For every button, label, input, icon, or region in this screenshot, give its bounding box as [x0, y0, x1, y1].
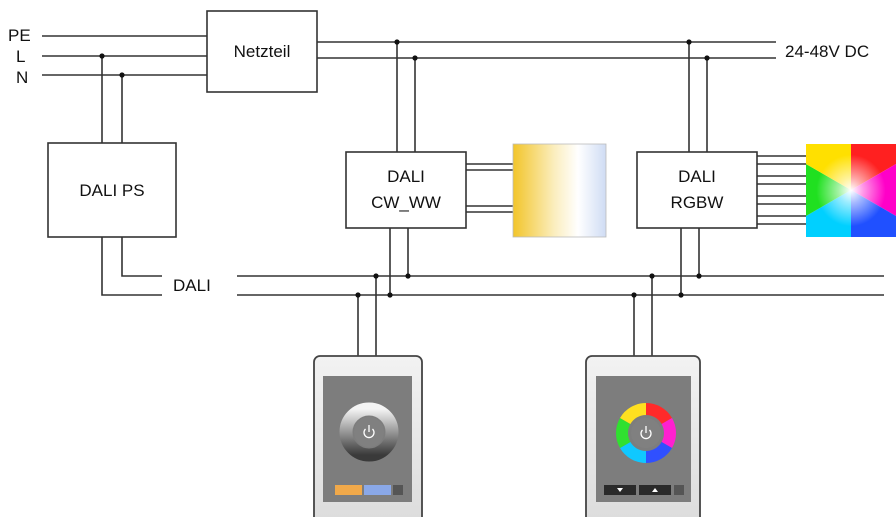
- label-l: L: [16, 47, 25, 66]
- dali-bus-wires: [101, 228, 884, 356]
- power-icon[interactable]: [640, 426, 652, 440]
- driver-cw-ww-box: [345, 151, 467, 229]
- warm-button[interactable]: [335, 485, 362, 495]
- mains-wires: [42, 35, 207, 143]
- power-icon[interactable]: [363, 425, 375, 439]
- junction-dot: [119, 72, 125, 78]
- wall-panel-white: [313, 355, 423, 517]
- wall-panel-rgb: [585, 355, 701, 517]
- brightness-button[interactable]: [393, 485, 403, 495]
- dali-ps-box: [47, 142, 177, 238]
- dc-bus-wires: [317, 41, 776, 152]
- dali-bus-junctions: [355, 273, 702, 298]
- color-wheel-ring[interactable]: [616, 402, 676, 464]
- rgbw-output-wires: [757, 155, 806, 225]
- power-supply-box: [206, 10, 318, 93]
- driver-rgbw-line2: RGBW: [671, 193, 724, 212]
- down-arrow-icon: [617, 488, 623, 492]
- junction-dot: [394, 39, 400, 45]
- cw-ww-output-wires: [466, 163, 513, 213]
- up-arrow-icon: [652, 488, 658, 492]
- brightness-button[interactable]: [674, 485, 684, 495]
- junction-dot: [99, 53, 105, 59]
- driver-rgbw-box: [636, 151, 758, 229]
- tunable-white-swatch: [512, 143, 607, 238]
- driver-cw-ww-line1: DALI: [387, 167, 425, 186]
- driver-cw-ww-line2: CW_WW: [371, 193, 441, 212]
- rgb-color-swatch: [806, 144, 896, 237]
- label-pe: PE: [8, 26, 31, 45]
- power-supply-label: Netzteil: [234, 42, 291, 61]
- driver-rgbw-line1: DALI: [678, 167, 716, 186]
- dali-bus-label: DALI: [173, 276, 211, 295]
- cool-button[interactable]: [364, 485, 391, 495]
- junction-dot: [704, 55, 710, 61]
- junction-dot: [412, 55, 418, 61]
- junction-dot: [686, 39, 692, 45]
- dc-bus-label: 24-48V DC: [785, 42, 869, 61]
- label-n: N: [16, 68, 28, 87]
- dali-ps-label: DALI PS: [79, 181, 144, 200]
